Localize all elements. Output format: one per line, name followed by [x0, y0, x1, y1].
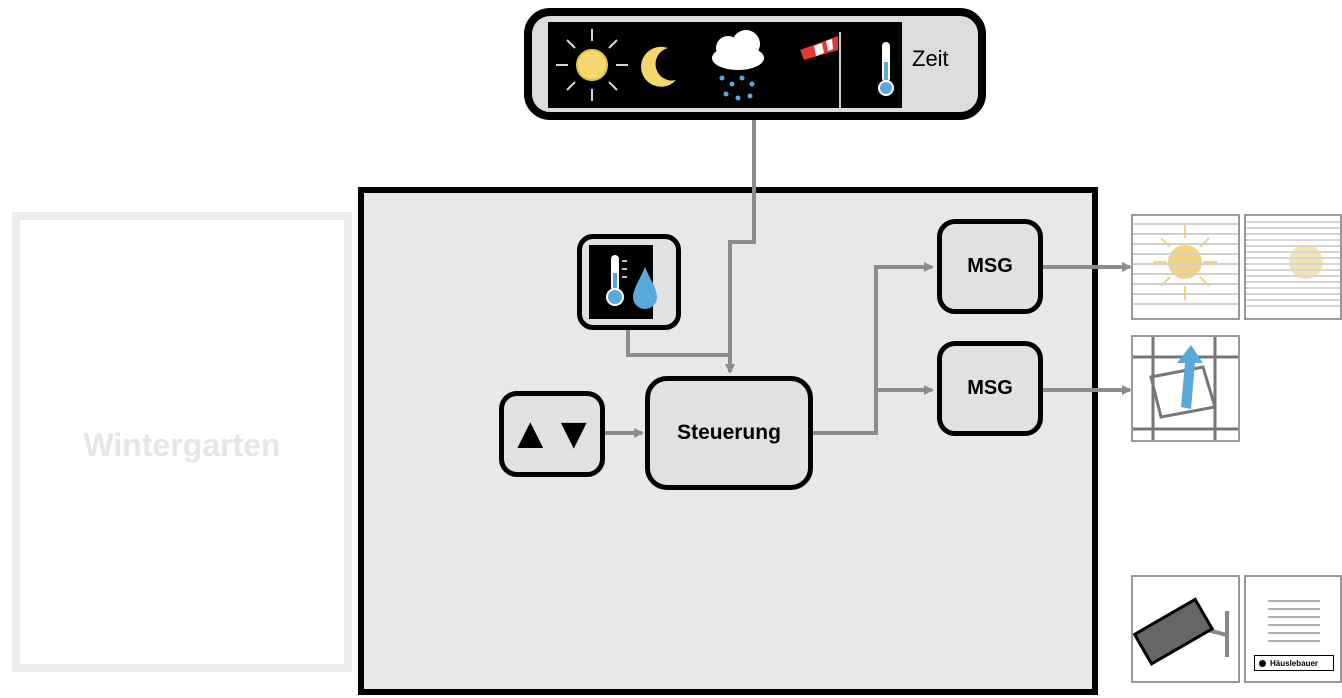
weather-to-controller-line	[725, 118, 756, 374]
camera-icon	[1133, 597, 1229, 666]
manual-switch: ▲▼	[499, 391, 605, 477]
time-label: Zeit	[912, 46, 949, 71]
thermometer-icon	[878, 42, 894, 96]
weather-icons-panel	[548, 22, 902, 108]
sensor-to-controller-line	[626, 330, 730, 357]
msg-unit-2: MSG	[937, 341, 1043, 436]
room-label: Wintergarten	[83, 427, 281, 463]
window-open-icon	[1133, 337, 1238, 440]
thermometer-humidity-icon	[589, 245, 657, 319]
moon-icon	[641, 46, 676, 87]
display-panel-icon	[1268, 600, 1320, 642]
controller-box: Steuerung	[645, 376, 813, 490]
sun-icon	[556, 29, 628, 101]
brand-badge: Häuslebauer	[1254, 655, 1334, 671]
display-tile: Häuslebauer	[1244, 575, 1342, 683]
shade-tile	[1244, 214, 1342, 320]
brand-label: Häuslebauer	[1270, 658, 1319, 668]
window-tile	[1131, 335, 1240, 442]
climate-sensor	[577, 234, 681, 330]
wintergarten-outline	[12, 212, 352, 672]
camera-tile	[1131, 575, 1240, 683]
msg-unit-1: MSG	[937, 219, 1043, 314]
weather-station: Zeit	[524, 8, 986, 120]
shade-icon	[1246, 221, 1340, 307]
sun-shade-tile	[1131, 214, 1240, 320]
sun-shade-icon	[1133, 223, 1238, 305]
weather-icons	[556, 29, 894, 108]
windsock-icon	[800, 32, 841, 108]
rain-cloud-icon	[712, 30, 764, 101]
badge-dot-icon	[1259, 659, 1266, 667]
controller-to-msg-line	[812, 262, 934, 435]
